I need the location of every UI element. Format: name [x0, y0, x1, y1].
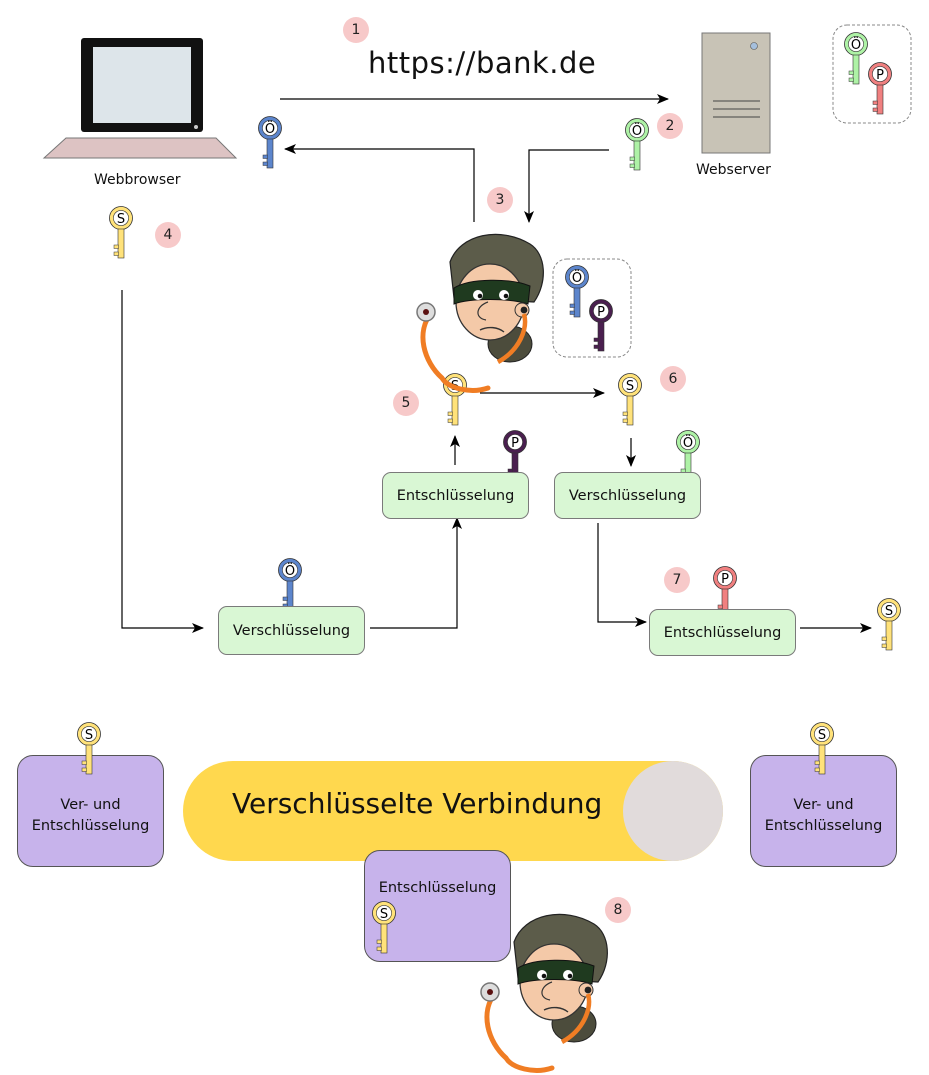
attacker-figure-icon	[417, 234, 543, 390]
server-public-key-icon: Ö	[844, 32, 868, 85]
svg-text:S: S	[885, 604, 893, 619]
svg-text:Ö: Ö	[851, 36, 861, 53]
tunnel-end-cap	[623, 761, 723, 861]
step-badge: 3	[487, 187, 513, 213]
step-badge: 8	[605, 897, 631, 923]
client-encryption-box: Verschlüsselung	[218, 606, 365, 655]
svg-text:P: P	[597, 305, 605, 320]
attacker-keypair-frame	[552, 258, 632, 358]
client-crypto-line1: Ver- und	[60, 797, 121, 813]
attacker-private-key-icon: P	[589, 299, 613, 352]
tunnel-label: Verschlüsselte Verbindung	[232, 787, 603, 820]
server-private-key-icon: P	[713, 566, 737, 619]
svg-text:Ö: Ö	[683, 434, 693, 451]
svg-text:S: S	[626, 379, 634, 394]
svg-text:S: S	[117, 212, 125, 227]
attacker-encryption-box: Verschlüsselung	[554, 472, 701, 519]
server-decryption-box: Entschlüsselung	[649, 609, 796, 656]
step-badge: 4	[155, 222, 181, 248]
client-crypto-line2: Entschlüsselung	[31, 818, 150, 834]
laptop-icon	[42, 38, 238, 159]
server-keypair-frame	[832, 24, 912, 124]
eavesdropper-decryption-label: Entschlüsselung	[378, 880, 497, 896]
session-key-icon: S	[109, 206, 133, 259]
attacker-public-key-icon: Ö	[278, 558, 302, 611]
attacker-private-key-icon: P	[503, 430, 527, 483]
step-badge: 2	[657, 113, 683, 139]
svg-text:P: P	[721, 572, 729, 587]
server-icon	[701, 32, 771, 154]
session-key-icon: S	[618, 373, 642, 426]
svg-text:Ö: Ö	[285, 562, 295, 579]
request-url: https://bank.de	[368, 46, 597, 80]
server-public-key-icon: Ö	[676, 430, 700, 483]
attacker-public-key-icon: Ö	[258, 116, 282, 169]
server-crypto-box: Ver- und Entschlüsselung	[750, 755, 897, 867]
server-public-key-icon: Ö	[625, 118, 649, 171]
browser-label: Webbrowser	[94, 172, 181, 188]
svg-text:Ö: Ö	[572, 269, 582, 286]
client-crypto-box: Ver- und Entschlüsselung	[17, 755, 164, 867]
step-badge: 1	[343, 17, 369, 43]
eavesdropper-decryption-box: Entschlüsselung	[364, 850, 511, 962]
server-label: Webserver	[696, 162, 771, 178]
session-key-icon: S	[877, 598, 901, 651]
svg-text:Ö: Ö	[632, 122, 642, 139]
step-badge: 7	[664, 567, 690, 593]
step-badge: 5	[393, 390, 419, 416]
arrows	[121, 94, 872, 633]
server-private-key-icon: P	[868, 62, 892, 115]
svg-text:P: P	[876, 68, 884, 83]
server-crypto-line2: Entschlüsselung	[764, 818, 883, 834]
svg-text:P: P	[511, 436, 519, 451]
step-badge: 6	[660, 366, 686, 392]
svg-text:Ö: Ö	[265, 120, 275, 137]
attacker-decryption-box: Entschlüsselung	[382, 472, 529, 519]
server-crypto-line1: Ver- und	[793, 797, 854, 813]
attacker-public-key-icon: Ö	[565, 265, 589, 318]
